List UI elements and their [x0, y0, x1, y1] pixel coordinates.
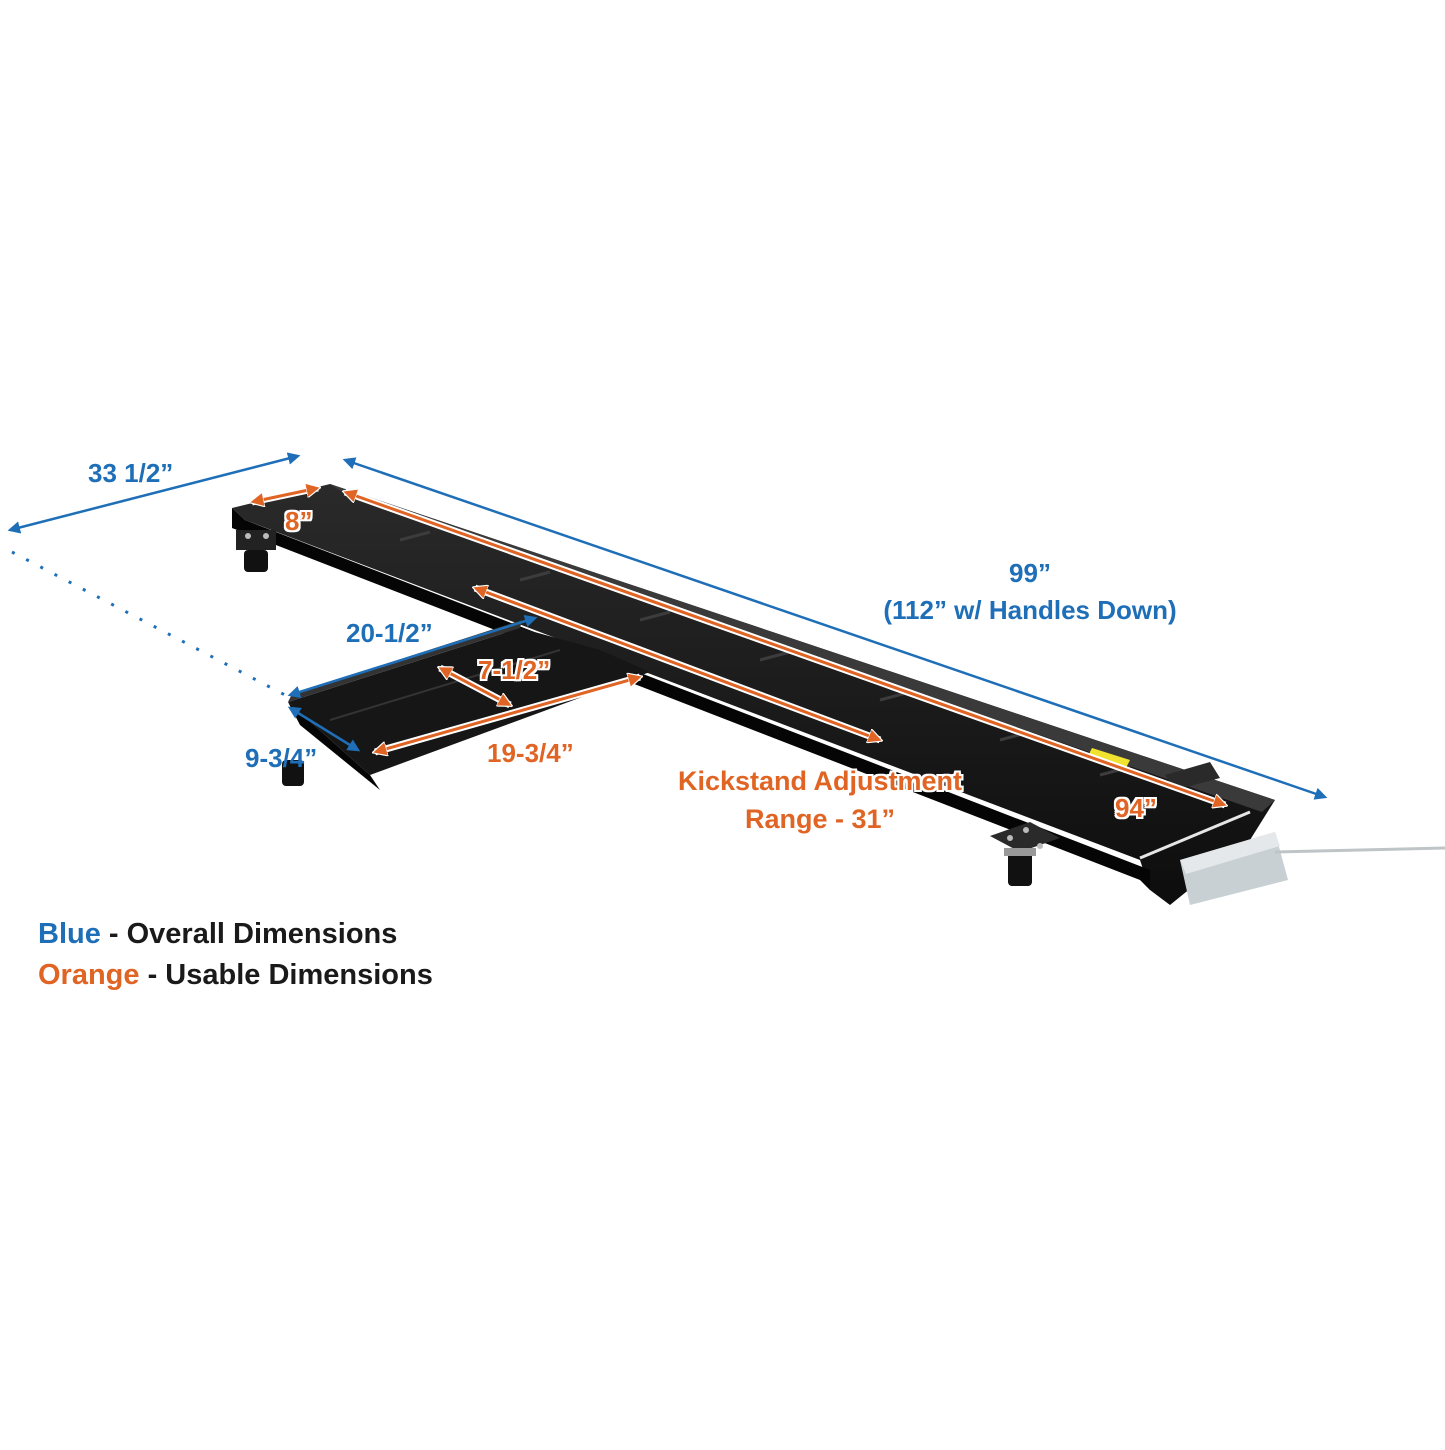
legend-item-orange: Orange - Usable Dimensions [38, 955, 433, 996]
usable-dimension-lines [252, 488, 1225, 805]
kickstand-range-line2: Range - 31” [744, 804, 896, 834]
overall-width-label: 33 1/2” [88, 458, 174, 488]
rail-usable-length-label: 94” [1115, 793, 1157, 823]
legend-item-blue: Blue - Overall Dimensions [38, 914, 433, 955]
rail-8-arrow [252, 488, 318, 502]
rail-width-label: 8” [285, 506, 313, 536]
side-arm-length-label: 20-1/2” [346, 618, 433, 648]
width-33-arrow [7, 452, 301, 534]
caster-middle [990, 822, 1060, 886]
legend: Blue - Overall Dimensions Orange - Usabl… [38, 914, 433, 996]
side-arm-width-label: 9-3/4” [245, 743, 318, 773]
kickstand-31-arrow [475, 588, 880, 740]
side-arm-usable-width-label: 7-1/2” [478, 655, 551, 685]
overall-length-label: 99” [1009, 558, 1051, 588]
legend-orange-swatch-text: Orange [38, 959, 140, 991]
legend-orange-description: - Usable Dimensions [147, 959, 433, 991]
legend-blue-description: - Overall Dimensions [108, 918, 398, 950]
front-roller [1139, 810, 1445, 905]
overall-length-note: (112” w/ Handles Down) [883, 595, 1177, 625]
caster-rear-left [236, 530, 276, 572]
side-arm-19-arrow [375, 677, 640, 752]
kickstand-range-line1: Kickstand Adjustment [677, 766, 963, 796]
dotted-guide [11, 550, 286, 697]
caster-side-arm [282, 760, 304, 786]
side-arm-usable-length-label: 19-3/4” [487, 738, 574, 768]
legend-blue-swatch-text: Blue [38, 918, 101, 950]
